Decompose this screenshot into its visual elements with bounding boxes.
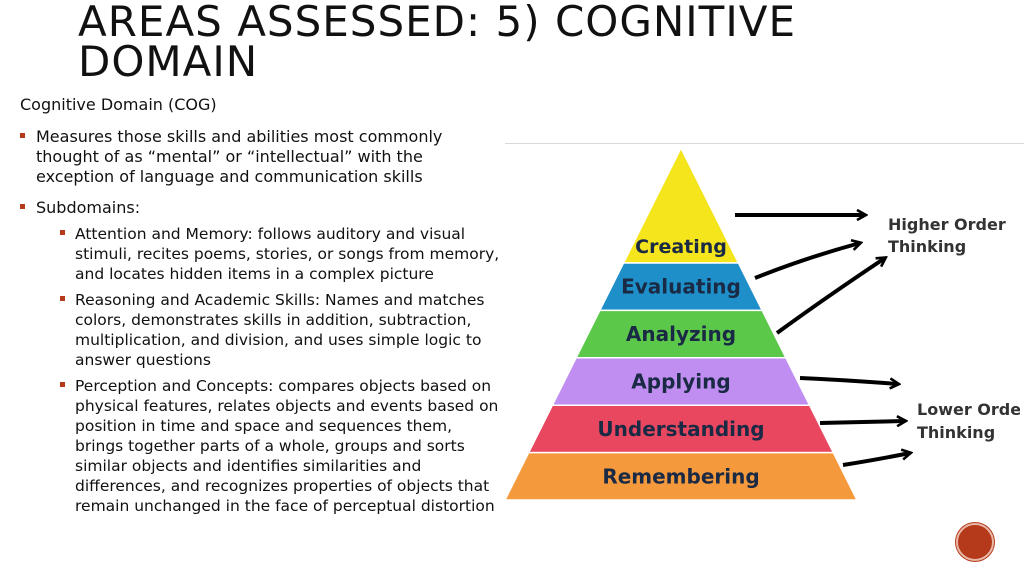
arrow-applying: [799, 376, 898, 384]
pyramid-label-analyzing: Analyzing: [626, 322, 736, 346]
pyramid-label-creating: Creating: [635, 236, 727, 258]
square-bullet-icon: [60, 382, 65, 387]
pyramid-label-remembering: Remembering: [602, 464, 759, 488]
subbullet-text: Reasoning and Academic Skills: Names and…: [75, 291, 485, 369]
pyramid-label-evaluating: Evaluating: [621, 275, 741, 299]
lower-order-label-line1: Lower Order: [917, 400, 1020, 419]
slide-body: Cognitive Domain (COG) Measures those sk…: [20, 95, 502, 527]
arrow-analyzing: [775, 258, 885, 335]
square-bullet-icon: [60, 296, 65, 301]
intro-heading: Cognitive Domain (COG): [20, 95, 217, 114]
blooms-pyramid-image: CreatingEvaluatingAnalyzingApplyingUnder…: [505, 148, 1020, 501]
square-bullet-icon: [20, 133, 25, 138]
arrow-evaluating: [754, 243, 860, 280]
square-bullet-icon: [20, 204, 25, 209]
subdomain-list: Attention and Memory: follows auditory a…: [36, 224, 502, 516]
bullet-text: Measures those skills and abilities most…: [36, 127, 443, 186]
bullet-subdomains: Subdomains: Attention and Memory: follow…: [20, 198, 502, 516]
bullet-measures: Measures those skills and abilities most…: [20, 127, 502, 187]
subdomain-reasoning-academic: Reasoning and Academic Skills: Names and…: [36, 290, 502, 370]
pyramid-level-remembering: [505, 451, 859, 501]
arrow-understanding: [819, 421, 905, 423]
square-bullet-icon: [60, 230, 65, 235]
arrow-remembering: [842, 453, 910, 467]
subbullet-text: Perception and Concepts: compares object…: [75, 377, 499, 515]
slide-title: AREAS ASSESSED: 5) COGNITIVE DOMAIN: [78, 0, 796, 86]
higher-order-label-line2: Thinking: [888, 237, 966, 256]
divider-line: [505, 143, 1024, 144]
slide-number-badge: [956, 523, 994, 561]
subdomain-attention-memory: Attention and Memory: follows auditory a…: [36, 224, 502, 284]
pyramid-label-applying: Applying: [631, 370, 730, 394]
bullet-text: Subdomains:: [36, 198, 141, 217]
pyramid-label-understanding: Understanding: [597, 417, 764, 441]
subbullet-text: Attention and Memory: follows auditory a…: [75, 225, 500, 283]
subdomain-perception-concepts: Perception and Concepts: compares object…: [36, 376, 502, 516]
higher-order-label-line1: Higher Order: [888, 215, 1006, 234]
lower-order-label-line2: Thinking: [917, 423, 995, 442]
